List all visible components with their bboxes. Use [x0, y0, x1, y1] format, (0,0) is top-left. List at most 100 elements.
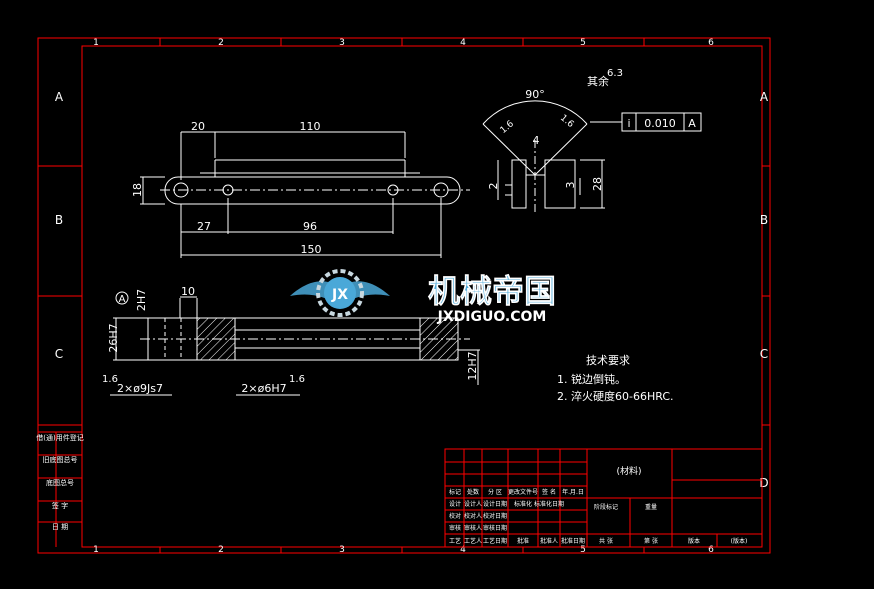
roughness-label: 1.6 — [499, 119, 517, 136]
tb-cell: 共 张 — [599, 537, 613, 545]
roughness-label: 1.6 — [558, 113, 576, 130]
tb-cell: 批准人 — [540, 537, 558, 545]
dim-label: 18 — [131, 183, 144, 197]
dim-label: 4 — [533, 134, 540, 147]
dim-label: 10 — [181, 285, 195, 298]
section-labels: 10 A 2H7 26H7 12H7 1.6 1.6 2×ø9Js7 2×ø6H… — [102, 285, 479, 395]
row-label: A — [760, 90, 769, 104]
datum-label: A — [119, 294, 126, 305]
gdt-datum-box — [683, 112, 702, 132]
left-strip-labels: 借(通)用件登记 旧底图总号 底图总号 签 字 日 期 — [36, 433, 83, 531]
strip-label: 底图总号 — [46, 478, 74, 487]
col-label: 3 — [339, 38, 345, 48]
tb-cell: 批准日期 — [561, 537, 585, 545]
gdt-datum: A — [688, 117, 696, 130]
tb-cell: 审核日期 — [483, 524, 507, 532]
tb-cell: 阶段标记 — [594, 503, 618, 511]
requirements-title: 技术要求 — [586, 354, 630, 367]
logo-disc — [324, 277, 356, 309]
material-label: (材料) — [616, 465, 641, 477]
watermark-url: JXDIGUO.COM — [437, 309, 547, 325]
tb-cell: 重量 — [645, 503, 657, 511]
tb-cell: 工艺人 — [464, 537, 482, 545]
row-label: B — [760, 213, 768, 227]
tb-cell: 分 区 — [488, 488, 502, 496]
col-label: 3 — [339, 545, 345, 555]
strip-label: 借(通)用件登记 — [36, 433, 83, 442]
watermark-title: 机械帝国 — [428, 272, 556, 310]
strip-label: 旧底图总号 — [43, 455, 78, 464]
datum-circle — [115, 291, 129, 305]
col-label: 6 — [708, 38, 714, 48]
row-label: C — [55, 347, 63, 361]
tb-cell: 设计人 — [464, 500, 482, 508]
dim-label: 12H7 — [466, 351, 479, 380]
tb-cell: 审核 — [449, 524, 461, 532]
tb-cell: 校对人 — [464, 512, 482, 520]
tb-cell: 设计 — [449, 500, 461, 508]
side-detail-labels: 90° 2 3 28 4 1.6 1.6 i 0.010 A 其余 6.3 — [487, 68, 696, 191]
gdt-value: 0.010 — [644, 117, 676, 130]
dim-label: 27 — [197, 220, 211, 233]
tb-cell: 批准 — [517, 537, 529, 545]
tb-cell: 校对 — [449, 512, 461, 520]
title-block-text: (材料) 标记 处数 分 区 更改文件号 签 名 年.月.日 设计 校对 审核 … — [449, 465, 747, 545]
dim-label: 96 — [303, 220, 317, 233]
gdt-symbol: i — [627, 117, 630, 130]
dim-label: 150 — [301, 243, 322, 256]
tb-cell: 年.月.日 — [562, 488, 584, 496]
col-label: 2 — [218, 545, 224, 555]
strip-label: 日 期 — [52, 523, 68, 531]
dim-label: 2H7 — [135, 289, 148, 311]
dim-label: 2 — [487, 183, 500, 190]
watermark: JX 机械帝国 JXDIGUO.COM — [290, 269, 556, 325]
tb-cell: 工艺日期 — [483, 537, 507, 545]
roughness-label: 1.6 — [102, 374, 118, 385]
side-detail — [482, 100, 702, 215]
tb-cell: 工艺 — [449, 537, 461, 545]
requirement-item: 1. 锐边倒钝。 — [557, 372, 626, 386]
tb-cell: 第 张 — [644, 537, 658, 545]
row-label: C — [760, 347, 768, 361]
angle-arc — [482, 100, 588, 125]
tb-cell: 标准化日期 — [534, 500, 564, 508]
title-block — [444, 448, 763, 548]
section-view — [110, 291, 480, 396]
col-label: 4 — [460, 545, 466, 555]
logo-letters: JX — [331, 287, 348, 303]
technical-requirements: 技术要求 1. 锐边倒钝。 2. 淬火硬度60-66HRC. — [557, 354, 674, 403]
row-label: D — [759, 476, 768, 490]
top-view — [140, 131, 470, 258]
grid-labels: 1 2 3 4 5 6 1 2 3 4 5 6 A B C A B C D — [55, 38, 769, 555]
row-label: B — [55, 213, 63, 227]
requirement-item: 2. 淬火硬度60-66HRC. — [557, 389, 674, 403]
tb-cell: 设计日期 — [483, 500, 507, 508]
col-label: 1 — [93, 545, 99, 555]
tb-cell: 校对日期 — [483, 512, 507, 520]
tb-cell: 版本 — [688, 537, 700, 545]
tb-cell: 处数 — [467, 488, 479, 496]
gear-icon — [316, 269, 364, 317]
dim-label: 28 — [591, 177, 604, 191]
dim-label: 110 — [300, 120, 321, 133]
hole-callout: 2×ø6H7 — [241, 382, 286, 395]
dim-label: 26H7 — [107, 323, 120, 352]
surface-note-prefix: 其余 — [587, 74, 609, 88]
tb-cell: 更改文件号 — [508, 488, 538, 496]
col-label: 6 — [708, 545, 714, 555]
tb-cell: 审核人 — [464, 524, 482, 532]
hole-callout: 2×ø9Js7 — [117, 382, 163, 395]
dim-label: 20 — [191, 120, 205, 133]
tb-cell: 签 名 — [542, 488, 556, 496]
col-label: 5 — [580, 545, 586, 555]
strip-label: 签 字 — [52, 501, 68, 510]
col-label: 5 — [580, 38, 586, 48]
col-label: 4 — [460, 38, 466, 48]
tb-cell: 标记 — [449, 488, 461, 496]
top-view-dims: 20 110 18 27 96 150 — [131, 120, 322, 256]
row-label: A — [55, 90, 64, 104]
col-label: 1 — [93, 38, 99, 48]
dim-label: 3 — [564, 182, 577, 189]
col-label: 2 — [218, 38, 224, 48]
